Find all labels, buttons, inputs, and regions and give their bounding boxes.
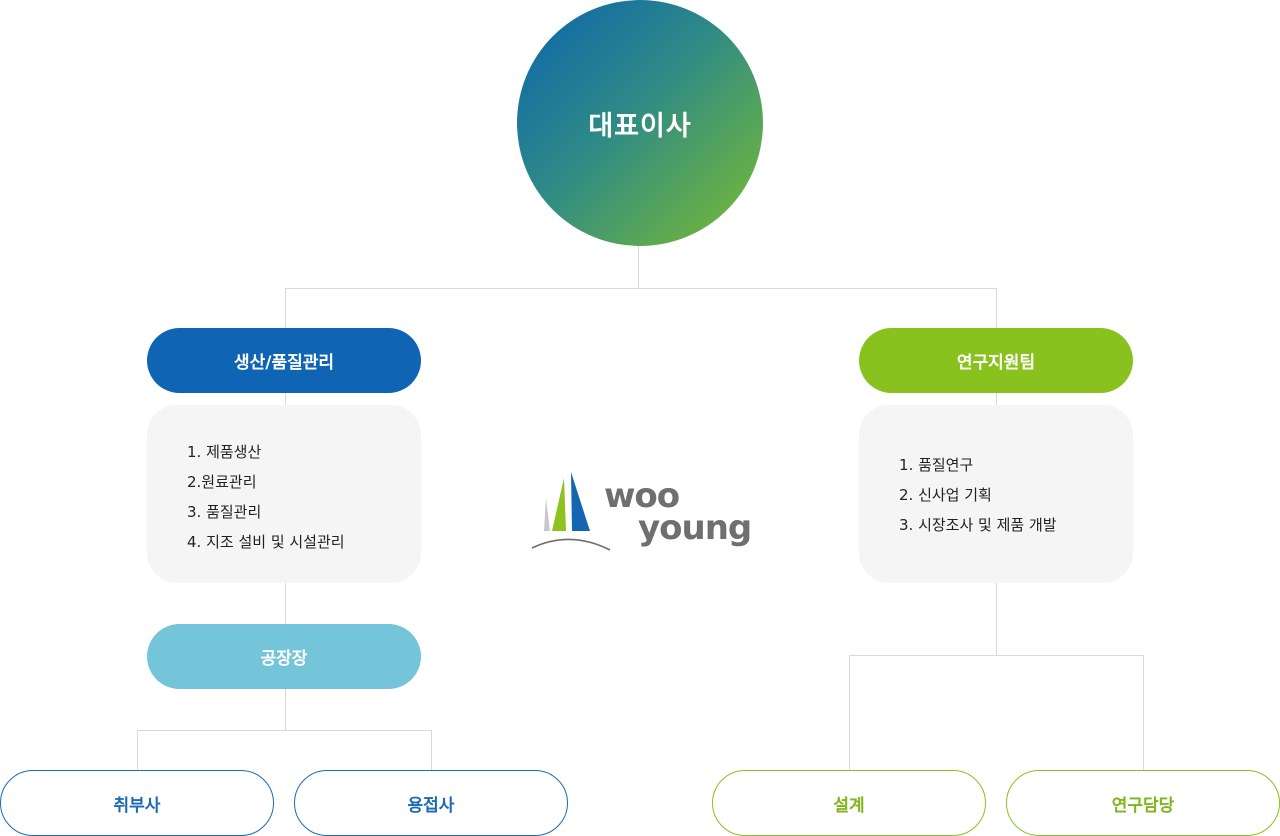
connector-right-down — [996, 288, 997, 328]
connector-left-title-box — [285, 393, 286, 405]
subunit-research: 연구담당 — [1006, 770, 1280, 836]
connector-right-sub2 — [1143, 655, 1144, 771]
list-item: 3. 시장조사 및 제품 개발 — [899, 516, 1057, 534]
production-title-label: 생산/품질관리 — [233, 353, 335, 373]
subunit-welder-label: 용접사 — [407, 795, 455, 816]
company-logo: woo young — [530, 468, 755, 556]
list-item: 3. 품질관리 — [187, 503, 262, 521]
research-title-label: 연구지원팀 — [956, 353, 1036, 373]
subunit-fitter: 취부사 — [0, 770, 274, 836]
ceo-node: 대표이사 — [517, 0, 763, 246]
list-item: 2.원료관리 — [187, 473, 257, 491]
sailboat-icon — [531, 472, 611, 551]
connector-left-sub-horizontal — [137, 730, 432, 731]
connector-left-down — [285, 288, 286, 328]
ceo-label: 대표이사 — [588, 110, 692, 142]
list-item: 1. 제품생산 — [187, 443, 262, 461]
connector-factory-down — [285, 689, 286, 730]
logo-text-woo: woo — [604, 476, 680, 516]
production-quality-title: 생산/품질관리 — [147, 328, 421, 393]
list-item: 2. 신사업 기획 — [899, 486, 992, 504]
research-duties-box: 1. 품질연구 2. 신사업 기획 3. 시장조사 및 제품 개발 — [859, 405, 1133, 583]
connector-left-box-factory — [285, 583, 286, 624]
list-item: 1. 품질연구 — [899, 456, 974, 474]
connector-top-horizontal — [285, 288, 996, 289]
connector-right-sub-horizontal — [849, 655, 1144, 656]
connector-ceo-down — [638, 246, 639, 288]
subunit-welder: 용접사 — [294, 770, 568, 836]
logo-text-young: young — [638, 508, 752, 548]
subunit-design: 설계 — [712, 770, 986, 836]
connector-right-sub1 — [849, 655, 850, 771]
connector-right-title-box — [996, 393, 997, 405]
subunit-research-label: 연구담당 — [1111, 795, 1175, 816]
list-item: 4. 지조 설비 및 시설관리 — [187, 533, 345, 551]
factory-head-label: 공장장 — [260, 649, 308, 669]
research-duties-list: 1. 품질연구 2. 신사업 기획 3. 시장조사 및 제품 개발 — [899, 450, 1133, 540]
subunit-design-label: 설계 — [833, 795, 865, 816]
subunit-fitter-label: 취부사 — [113, 795, 161, 816]
connector-right-box-down — [996, 583, 997, 655]
production-duties-list: 1. 제품생산 2.원료관리 3. 품질관리 4. 지조 설비 및 시설관리 — [187, 437, 421, 557]
connector-left-sub1 — [137, 730, 138, 771]
factory-head-node: 공장장 — [147, 624, 421, 689]
connector-left-sub2 — [431, 730, 432, 771]
production-duties-box: 1. 제품생산 2.원료관리 3. 품질관리 4. 지조 설비 및 시설관리 — [147, 405, 421, 583]
research-support-title: 연구지원팀 — [859, 328, 1133, 393]
